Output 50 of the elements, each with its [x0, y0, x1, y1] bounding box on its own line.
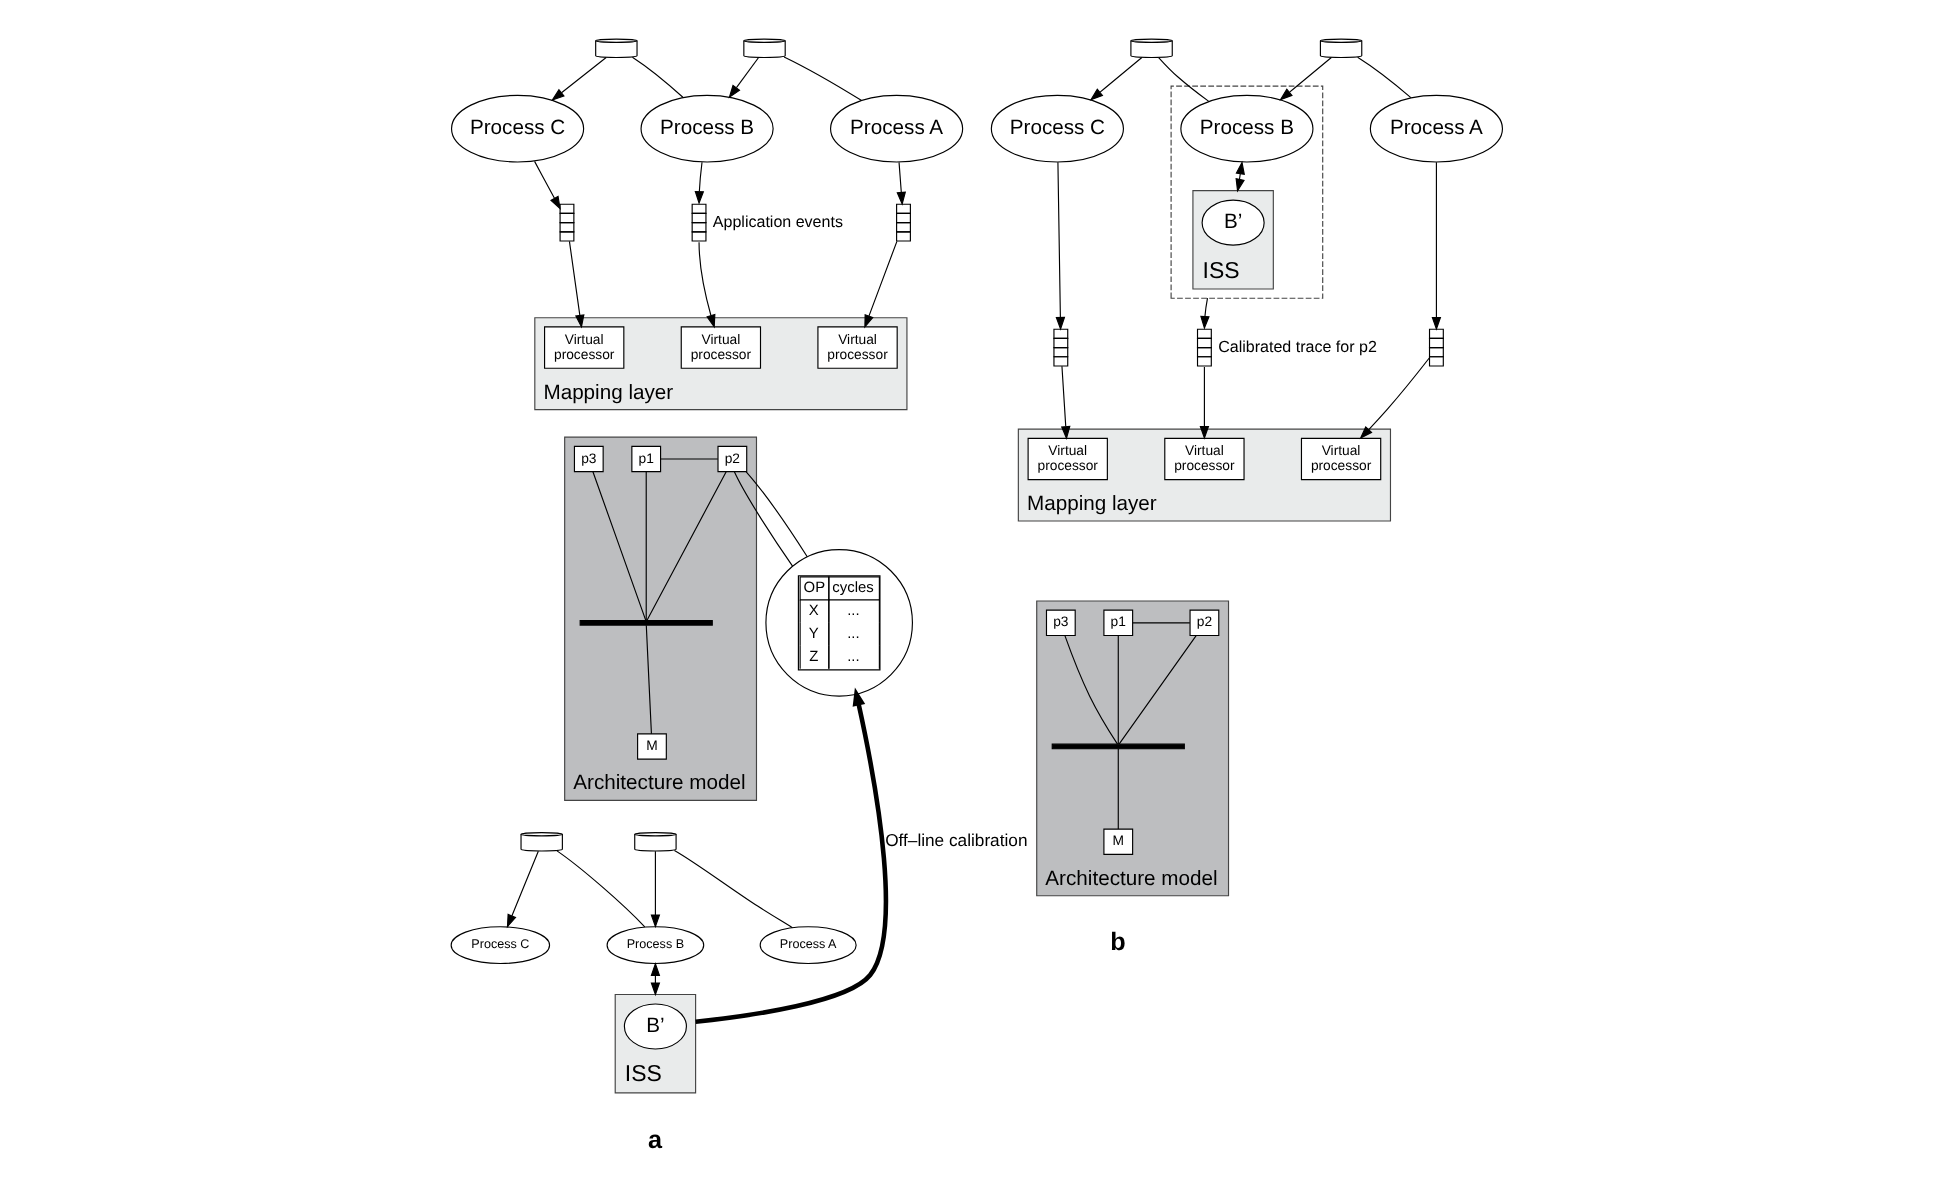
node-ellipse: Process B	[640, 94, 774, 163]
node-ellipse: B’	[1201, 199, 1265, 246]
connector	[631, 56, 684, 98]
arrow	[1199, 366, 1210, 440]
arrow	[728, 56, 760, 99]
arrow	[864, 240, 898, 329]
label: a	[647, 1125, 663, 1154]
connector	[673, 849, 793, 929]
arrow	[1279, 56, 1332, 101]
connector	[645, 471, 647, 621]
arrow	[568, 240, 585, 329]
connector	[1117, 635, 1119, 745]
connector	[592, 471, 647, 621]
node-ellipse: B’	[623, 1003, 687, 1050]
arrow	[1200, 297, 1210, 330]
arrow	[1089, 56, 1143, 101]
connector	[660, 458, 719, 460]
node-ellipse: Process B	[1180, 94, 1314, 163]
connector	[645, 624, 652, 735]
arrow	[1060, 365, 1071, 440]
edge-label: Off–line calibration	[885, 829, 1028, 850]
node-ellipse: Process C	[990, 94, 1124, 163]
node-bar	[1051, 743, 1185, 750]
node-ellipse: Process A	[830, 94, 964, 163]
connector	[1357, 56, 1412, 99]
connector	[1117, 748, 1119, 830]
connector	[745, 471, 808, 558]
connector	[1158, 56, 1210, 102]
connector	[646, 471, 727, 621]
arrow	[551, 56, 607, 102]
connector	[556, 850, 646, 928]
node-ellipse: Process A	[1369, 94, 1504, 163]
connector	[1064, 635, 1119, 745]
arrow	[1359, 357, 1430, 440]
arrow	[534, 160, 561, 211]
node-ellipse: Process C	[450, 94, 585, 163]
connector	[783, 56, 862, 101]
connector	[1132, 622, 1191, 624]
node-bar	[579, 619, 713, 626]
label: b	[1110, 928, 1126, 957]
connector	[1118, 635, 1197, 745]
arrow	[698, 241, 716, 329]
arrow	[695, 687, 889, 1025]
connector	[733, 471, 794, 567]
arrow	[694, 161, 705, 205]
arrow	[1431, 161, 1442, 331]
arrow	[506, 850, 539, 929]
arrow	[1055, 161, 1066, 331]
arrow	[896, 161, 907, 206]
arrow	[650, 850, 661, 929]
